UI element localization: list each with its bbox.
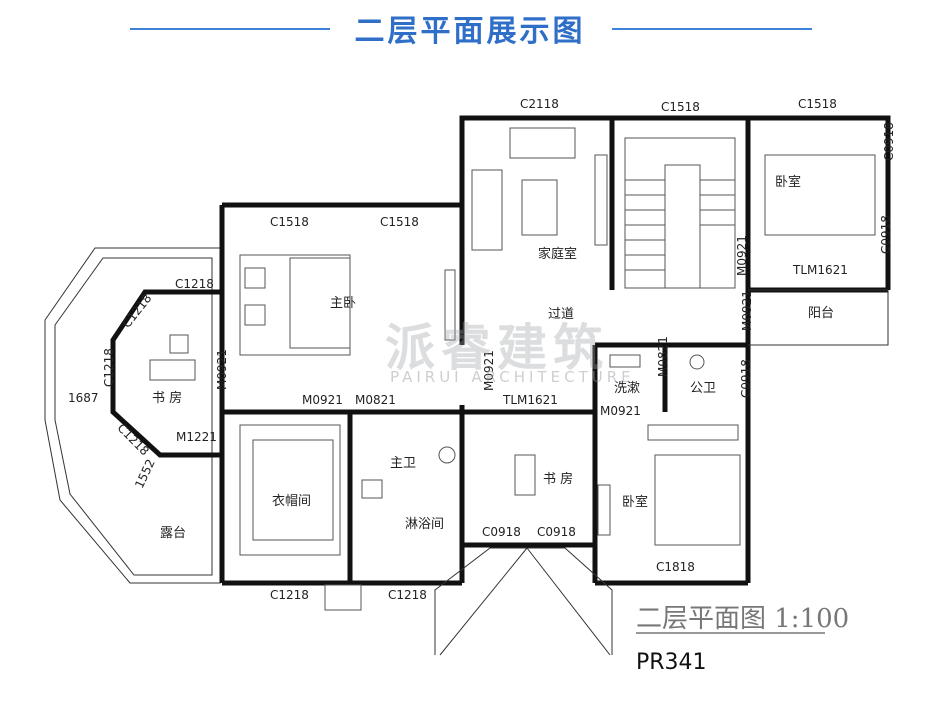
room-shower: 淋浴间	[405, 517, 444, 532]
room-public-wc: 公卫	[690, 381, 716, 396]
code-c1518-top1: C1518	[661, 100, 700, 114]
plan-title: 二层平面图 1:100	[636, 604, 850, 634]
balcony-outline	[748, 289, 889, 346]
code-m1221: M1221	[176, 430, 217, 444]
code-m0921-corr: M0921	[482, 350, 496, 391]
code-c1218-study: C1218	[175, 277, 214, 291]
code-m0821-bath: M0821	[355, 393, 396, 407]
code-c0918-ne2: C0918	[879, 215, 893, 254]
code-c0918-wc: C0918	[739, 359, 753, 398]
furniture	[149, 127, 876, 611]
room-wash: 洗漱	[614, 381, 640, 396]
code-m0921-study: M0921	[215, 349, 229, 390]
room-study-south: 书 房	[543, 471, 573, 487]
room-corridor: 过道	[548, 307, 574, 322]
header-line-left	[130, 28, 330, 30]
watermark-text: 派睿建筑	[385, 319, 609, 377]
room-bedroom-se: 卧室	[622, 494, 648, 510]
code-c0918-ne1: C0918	[882, 122, 896, 161]
code-c1518-top2: C1518	[798, 97, 837, 111]
code-tlm1621-ne: TLM1621	[792, 263, 848, 277]
code-c1218-b2: C1218	[388, 588, 427, 602]
code-c1218-diag1: C1218	[119, 291, 154, 330]
room-terrace: 露台	[160, 526, 186, 541]
code-c2118: C2118	[520, 97, 559, 111]
terrace-outline	[44, 247, 221, 584]
room-master-bath: 主卫	[390, 456, 416, 471]
plan-code: PR341	[636, 650, 707, 675]
header-line-right	[612, 28, 812, 30]
code-c1518-mb1: C1518	[270, 215, 309, 229]
room-master-bedroom: 主卧	[330, 296, 356, 311]
room-bedroom-ne: 卧室	[775, 174, 801, 190]
code-c1218-side: C1218	[102, 348, 116, 387]
entrance-canopy	[434, 547, 613, 656]
room-study-west: 书 房	[152, 390, 182, 406]
code-m0921-wardrobe: M0921	[302, 393, 343, 407]
code-m0921-bed: M0921	[600, 404, 641, 418]
staircase	[624, 137, 736, 289]
code-1552: 1552	[132, 457, 158, 491]
code-m0921-ne1: M0921	[735, 235, 749, 276]
code-c1818: C1818	[656, 560, 695, 574]
code-c0918-s1: C0918	[482, 525, 521, 539]
room-wardrobe: 衣帽间	[272, 493, 311, 509]
watermark-subtext: PAIRUI ARCHITECTURE	[390, 368, 635, 386]
code-c0918-s2: C0918	[537, 525, 576, 539]
room-family: 家庭室	[538, 246, 577, 262]
room-balcony: 阳台	[808, 306, 834, 321]
header: 二层平面展示图	[0, 0, 940, 60]
code-c1518-mb2: C1518	[380, 215, 419, 229]
code-c1218-b1: C1218	[270, 588, 309, 602]
code-m0821-wc: M0821	[656, 336, 670, 377]
code-1687: 1687	[68, 391, 99, 405]
page-title: 二层平面展示图	[354, 14, 586, 49]
study-west-walls	[110, 289, 222, 458]
code-m0921-ne2: M0921	[740, 290, 754, 331]
code-tlm1621-s: TLM1621	[502, 393, 558, 407]
